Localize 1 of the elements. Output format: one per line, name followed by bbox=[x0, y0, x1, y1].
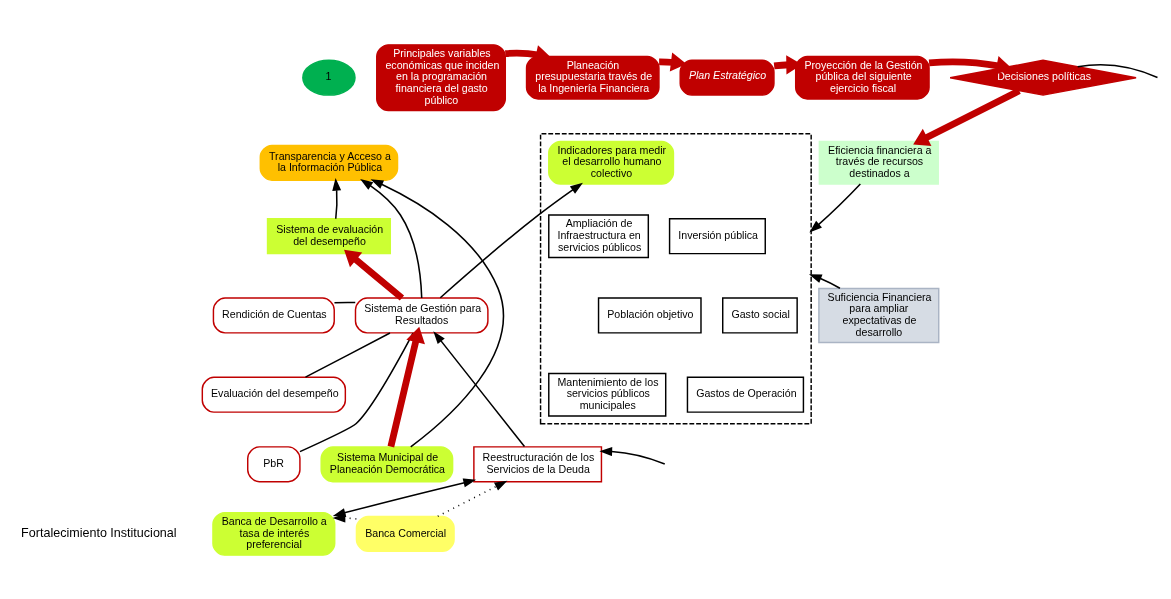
label: Fortalecimiento Institucional bbox=[21, 525, 177, 540]
